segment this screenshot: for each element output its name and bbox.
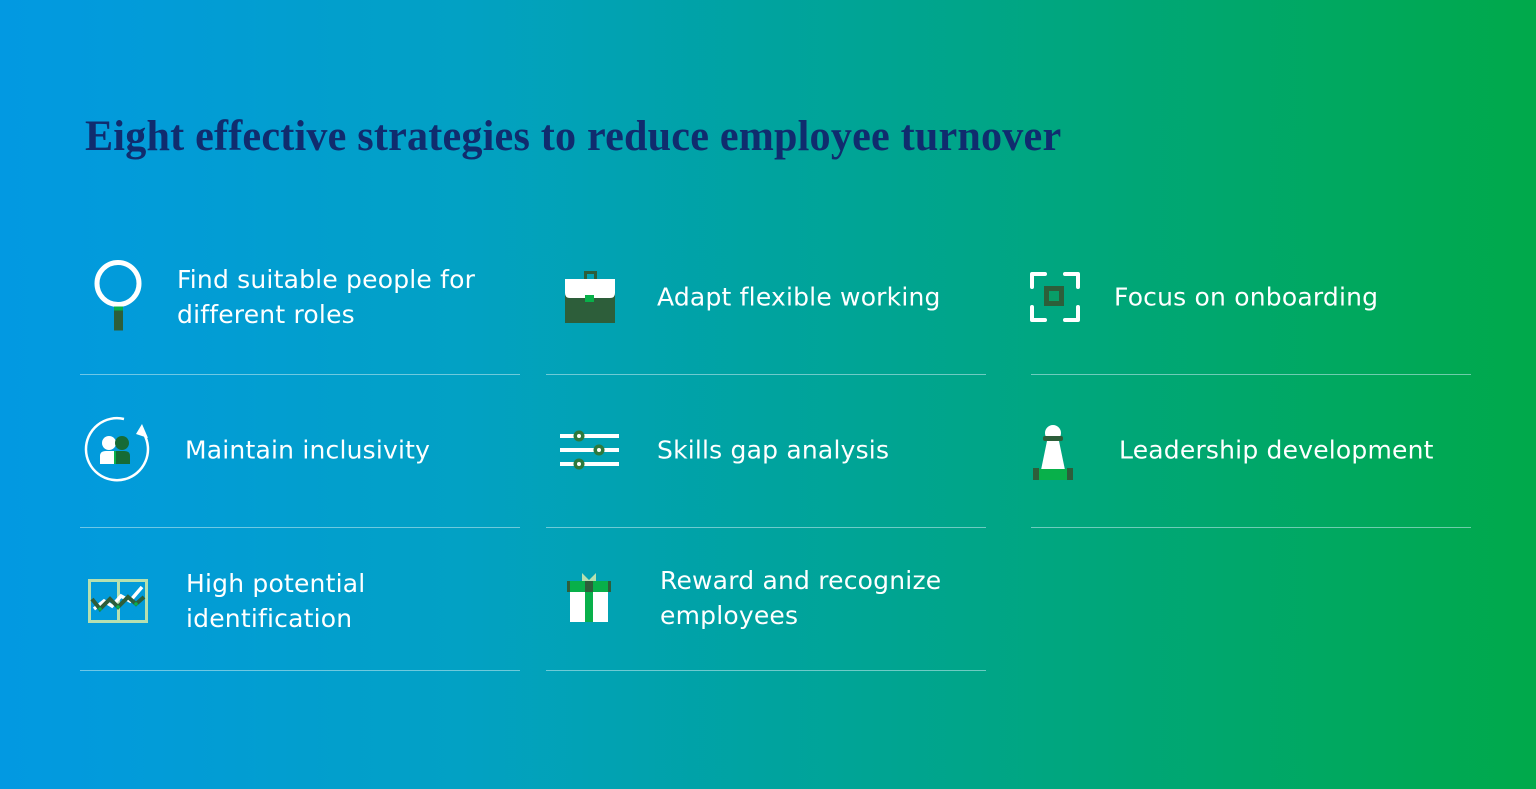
strategy-reward-and-recognize: Reward and recognize employees xyxy=(546,548,986,648)
divider xyxy=(80,374,520,375)
divider xyxy=(546,374,986,375)
divider xyxy=(80,527,520,528)
divider xyxy=(1031,374,1471,375)
trend-chart-icon xyxy=(88,579,148,623)
magnifier-icon xyxy=(88,260,148,335)
strategy-maintain-inclusivity: Maintain inclusivity xyxy=(80,400,520,500)
focus-frame-icon xyxy=(1029,271,1081,323)
strategy-label: Skills gap analysis xyxy=(657,435,890,465)
people-cycle-icon xyxy=(84,416,152,484)
chess-pawn-icon xyxy=(1031,422,1075,482)
strategy-label: Reward and recognize employees xyxy=(660,566,942,630)
strategy-skills-gap-analysis: Skills gap analysis xyxy=(546,400,986,500)
strategy-label: Maintain inclusivity xyxy=(185,435,431,465)
strategy-label: High potential identification xyxy=(186,569,366,633)
gift-icon xyxy=(565,572,613,624)
strategy-label: Find suitable people for different roles xyxy=(177,265,476,329)
briefcase-icon xyxy=(564,271,616,323)
strategy-label: Focus on onboarding xyxy=(1114,282,1379,312)
divider xyxy=(546,670,986,671)
strategy-focus-on-onboarding: Focus on onboarding xyxy=(1029,247,1471,347)
divider xyxy=(80,670,520,671)
sliders-icon xyxy=(560,428,620,472)
strategy-find-suitable-people: Find suitable people for different roles xyxy=(80,247,520,347)
divider xyxy=(1031,527,1471,528)
strategy-high-potential-identification: High potential identification xyxy=(80,551,520,651)
strategy-label: Adapt flexible working xyxy=(657,282,941,312)
page-title: Eight effective strategies to reduce emp… xyxy=(85,113,1062,160)
strategy-leadership-development: Leadership development xyxy=(1031,400,1471,500)
divider xyxy=(546,527,986,528)
strategy-label: Leadership development xyxy=(1119,435,1434,465)
strategy-adapt-flexible-working: Adapt flexible working xyxy=(546,247,986,347)
